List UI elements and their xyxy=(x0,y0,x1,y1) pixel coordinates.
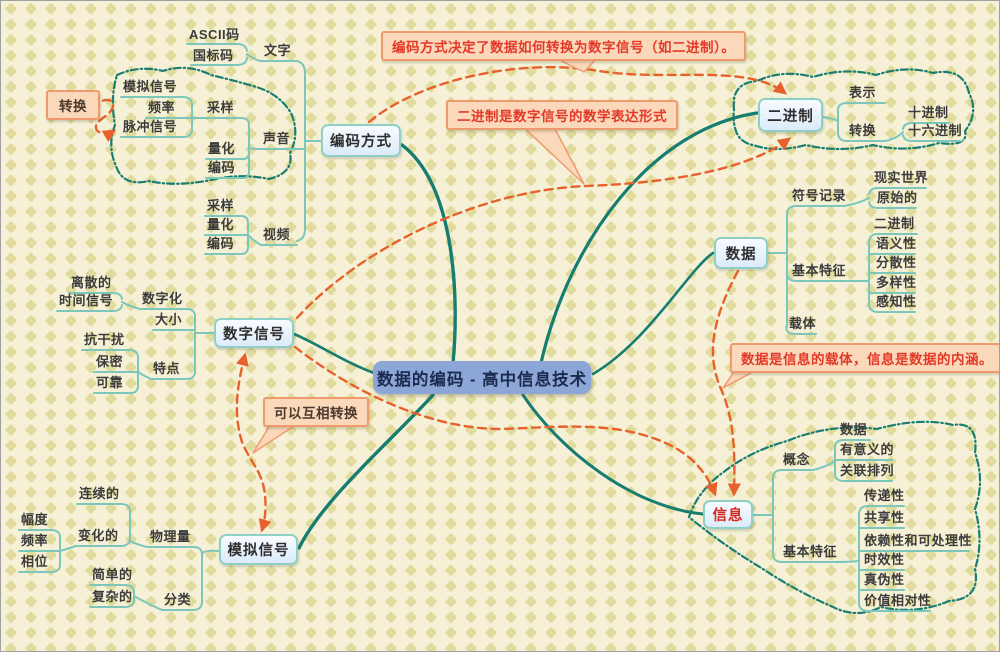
node-analog-frequency[interactable]: 频率 xyxy=(21,533,49,548)
callout-mutual-conversion[interactable]: 可以互相转换 xyxy=(263,397,369,427)
node-real-world[interactable]: 现实世界 xyxy=(874,170,929,185)
arrow-digital-to-binary xyxy=(295,137,792,320)
node-classify[interactable]: 分类 xyxy=(164,592,192,607)
node-analog-signal[interactable]: 模拟信号 xyxy=(219,534,298,565)
node-text[interactable]: 文字 xyxy=(264,43,292,58)
branch-digital xyxy=(292,332,376,375)
node-physical-quantity[interactable]: 物理量 xyxy=(150,529,191,544)
arrow-digital-analog-mutual xyxy=(235,352,272,533)
node-hexadecimal[interactable]: 十六进制 xyxy=(908,123,963,138)
node-pulse-signal[interactable]: 脉冲信号 xyxy=(123,119,178,134)
node-symbol-record[interactable]: 符号记录 xyxy=(792,188,847,203)
cloud-info xyxy=(687,420,982,615)
node-sound-quantize[interactable]: 量化 xyxy=(208,141,236,156)
node-decimal[interactable]: 十进制 xyxy=(908,105,949,120)
node-dependent[interactable]: 依赖性和可处理性 xyxy=(864,533,973,548)
node-phase[interactable]: 相位 xyxy=(21,554,49,569)
node-gb-code[interactable]: 国标码 xyxy=(193,48,234,63)
node-sound-sampling[interactable]: 采样 xyxy=(207,100,235,115)
cloud-sound-sampling xyxy=(110,66,297,185)
branch-info xyxy=(521,393,705,516)
node-digital-signal[interactable]: 数字信号 xyxy=(214,318,294,348)
central-topic[interactable]: 数据的编码 - 高中信息技术 xyxy=(373,361,591,394)
node-info-data[interactable]: 数据 xyxy=(840,422,868,437)
node-sound-encode[interactable]: 编码 xyxy=(208,160,236,175)
node-diverse[interactable]: 多样性 xyxy=(876,275,917,290)
node-authentic[interactable]: 真伪性 xyxy=(864,572,905,587)
node-secret[interactable]: 保密 xyxy=(96,354,124,369)
sub-connectors xyxy=(18,43,970,612)
node-amplitude[interactable]: 幅度 xyxy=(21,512,49,527)
node-binary-convert[interactable]: 转换 xyxy=(849,123,877,138)
node-discrete[interactable]: 离散的 xyxy=(71,275,112,290)
node-complex[interactable]: 复杂的 xyxy=(92,589,133,604)
node-data[interactable]: 数据 xyxy=(714,237,768,269)
arrow-digital-to-info xyxy=(293,345,718,497)
node-video[interactable]: 视频 xyxy=(263,227,291,242)
node-arranged[interactable]: 关联排列 xyxy=(840,463,895,478)
node-data-features[interactable]: 基本特征 xyxy=(792,263,847,278)
node-perceptible[interactable]: 感知性 xyxy=(876,294,917,309)
arrow-encoding-to-binary xyxy=(367,65,788,124)
branch-data xyxy=(591,251,715,376)
node-shareable[interactable]: 共享性 xyxy=(864,510,905,525)
branch-binary xyxy=(539,111,759,365)
branch-analog xyxy=(297,393,435,550)
node-carrier[interactable]: 载体 xyxy=(789,316,817,331)
node-timely[interactable]: 时效性 xyxy=(864,552,905,567)
node-info-concept[interactable]: 概念 xyxy=(783,452,811,467)
callout-binary-math-form[interactable]: 二进制是数字信号的数学表达形式 xyxy=(446,100,678,130)
node-anti-interference[interactable]: 抗干扰 xyxy=(84,332,125,347)
node-analog-signal-sub[interactable]: 模拟信号 xyxy=(123,79,178,94)
node-transferable[interactable]: 传递性 xyxy=(864,488,905,503)
node-video-sampling[interactable]: 采样 xyxy=(207,198,235,213)
node-continuous[interactable]: 连续的 xyxy=(79,486,120,501)
branch-encoding xyxy=(400,143,457,365)
node-digitize[interactable]: 数字化 xyxy=(142,291,183,306)
node-size[interactable]: 大小 xyxy=(155,312,183,327)
node-video-encode[interactable]: 编码 xyxy=(207,236,235,251)
node-changing[interactable]: 变化的 xyxy=(78,528,119,543)
node-ascii-code[interactable]: ASCII码 xyxy=(189,27,240,42)
node-frequency-sub[interactable]: 频率 xyxy=(148,100,176,115)
arrow-data-to-info xyxy=(711,269,741,497)
node-semantic[interactable]: 语义性 xyxy=(876,236,917,251)
node-value-relative[interactable]: 价值相对性 xyxy=(864,593,932,608)
node-dispersed[interactable]: 分散性 xyxy=(876,255,917,270)
node-encoding-method[interactable]: 编码方式 xyxy=(321,124,401,157)
node-time-signal[interactable]: 时间信号 xyxy=(59,293,114,308)
node-original[interactable]: 原始的 xyxy=(877,190,918,205)
cloud-binary xyxy=(732,68,975,151)
relation-arrows xyxy=(89,65,792,533)
node-info-features[interactable]: 基本特征 xyxy=(783,544,838,559)
node-data-binary[interactable]: 二进制 xyxy=(874,216,915,231)
node-meaningful[interactable]: 有意义的 xyxy=(840,442,895,457)
arrow-convert-loop xyxy=(89,98,117,143)
node-reliable[interactable]: 可靠 xyxy=(96,375,124,390)
callout-encoding-determines[interactable]: 编码方式决定了数据如何转换为数字信号（如二进制）。 xyxy=(381,31,747,61)
node-binary[interactable]: 二进制 xyxy=(758,98,823,132)
boundary-clouds xyxy=(110,66,982,615)
node-sound[interactable]: 声音 xyxy=(263,131,291,146)
node-binary-repr[interactable]: 表示 xyxy=(849,85,877,100)
node-video-quantize[interactable]: 量化 xyxy=(207,217,235,232)
node-simple[interactable]: 简单的 xyxy=(92,567,133,582)
callout-convert[interactable]: 转换 xyxy=(46,90,100,120)
node-information[interactable]: 信息 xyxy=(703,500,753,529)
callout-data-info-relation[interactable]: 数据是信息的载体，信息是数据的内涵。 xyxy=(730,343,999,373)
node-traits[interactable]: 特点 xyxy=(153,361,181,376)
main-branches xyxy=(292,111,759,550)
